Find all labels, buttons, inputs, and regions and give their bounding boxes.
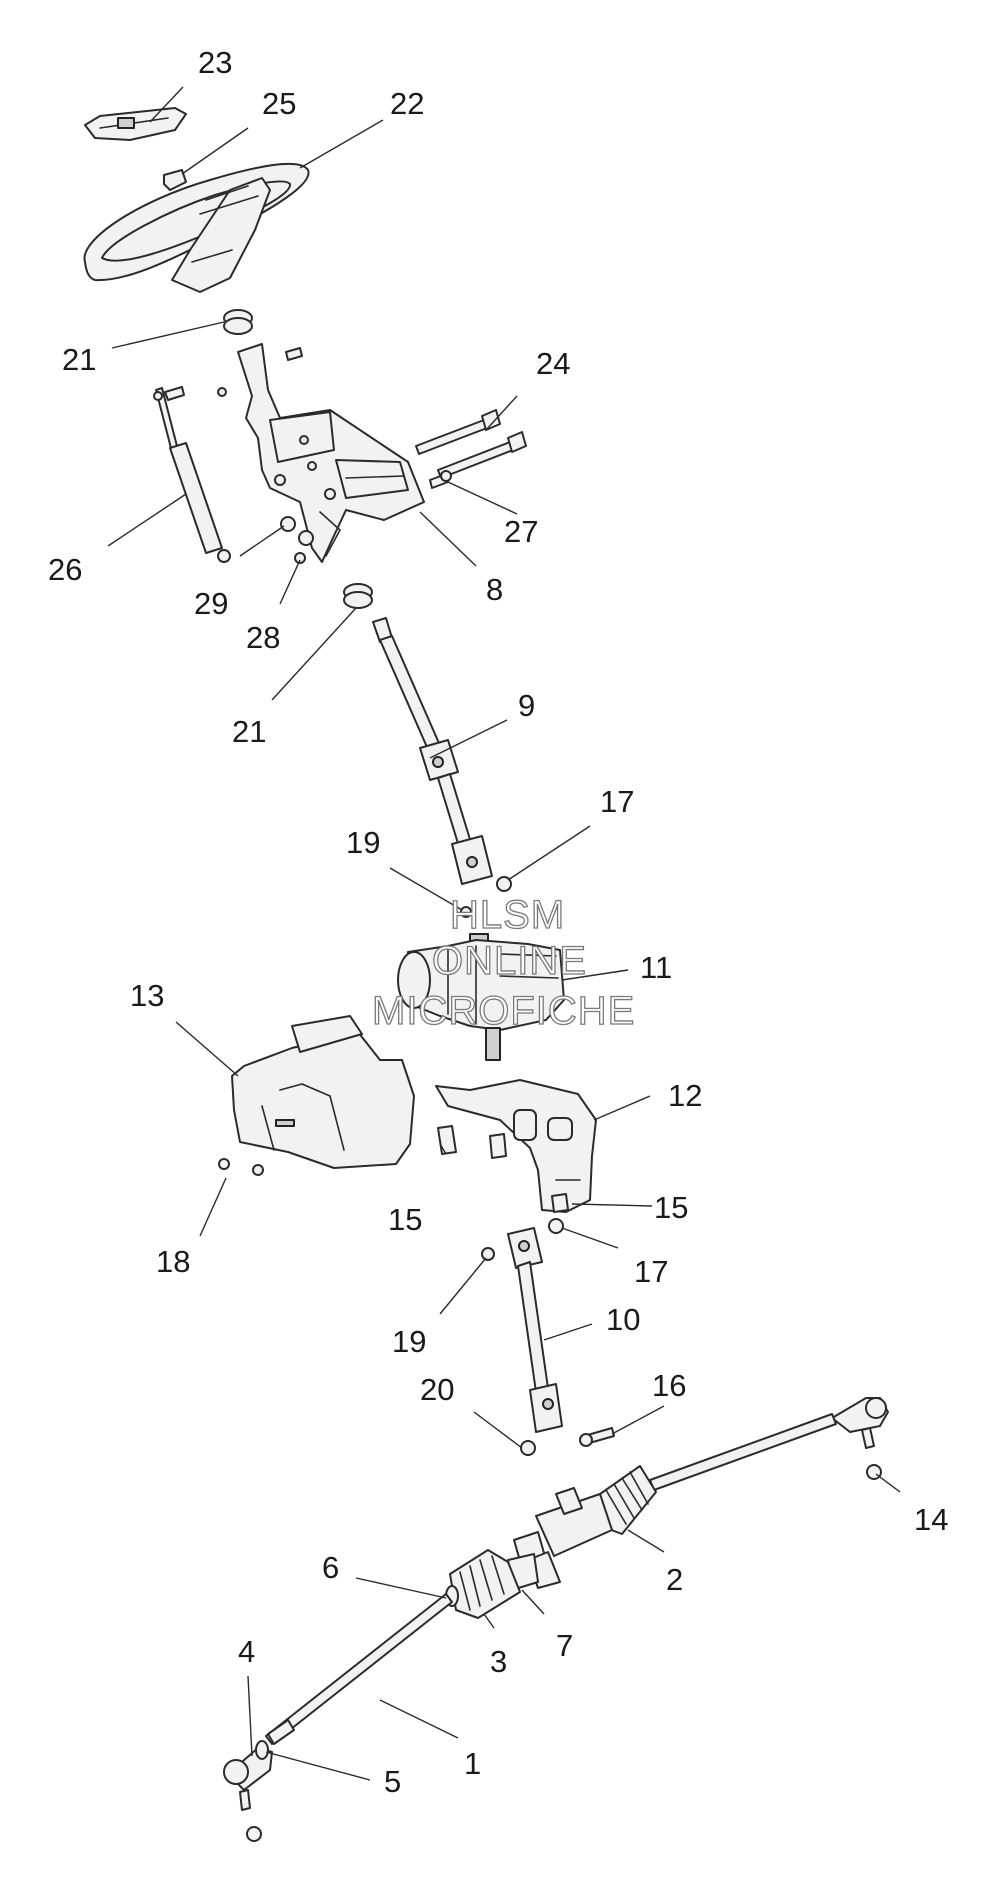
long-bolts-part	[415, 409, 527, 479]
callout-12: 12	[668, 1078, 702, 1113]
upper-steering-shaft-part	[372, 617, 493, 885]
lower-shaft-bolt-19-part	[481, 1247, 495, 1261]
tilt-bracket-part	[237, 343, 425, 563]
callout-20: 20	[420, 1372, 454, 1407]
callout-8: 8	[486, 572, 503, 607]
hlsm-watermark: HLSM ONLINE MICROFICHE	[371, 892, 635, 1033]
left-tie-rod-part	[265, 1593, 453, 1745]
watermark-line-2: ONLINE	[432, 939, 587, 983]
watermark-line-3: MICROFICHE	[372, 989, 635, 1033]
lower-nut-20-part	[520, 1440, 536, 1456]
steering-wheel-part	[83, 162, 310, 293]
callout-24: 24	[536, 346, 570, 381]
callout-27: 27	[504, 514, 538, 549]
callout-13: 13	[130, 978, 164, 1013]
shaft-nut-17-part	[496, 876, 512, 892]
callout-17-lower: 17	[634, 1254, 668, 1289]
right-tie-rod-part	[649, 1413, 837, 1491]
tie-rod-jam-nut-5-part	[255, 1740, 269, 1760]
rack-housing-part	[513, 1487, 613, 1589]
callout-1: 1	[464, 1746, 481, 1781]
bushing-lower-part	[343, 583, 373, 609]
callout-labels: 23 25 22 21 24 26 29 28 27 8 21 9 19 17 …	[48, 45, 948, 1799]
callout-21-lower: 21	[232, 714, 266, 749]
callout-15-left: 15	[388, 1202, 422, 1237]
callout-17-upper: 17	[600, 784, 634, 819]
callout-7: 7	[556, 1628, 573, 1663]
steering-wheel-cap-part	[84, 107, 187, 141]
power-steering-motor-part	[397, 933, 565, 1061]
bushing-upper-part	[223, 309, 253, 335]
callout-19-upper: 19	[346, 825, 380, 860]
gas-strut-part	[153, 386, 231, 563]
callout-19-lower: 19	[392, 1324, 426, 1359]
callout-9: 9	[518, 688, 535, 723]
callout-4: 4	[238, 1634, 255, 1669]
callout-6: 6	[322, 1550, 339, 1585]
motor-cover-part	[231, 1015, 415, 1169]
callout-2: 2	[666, 1562, 683, 1597]
callout-10: 10	[606, 1302, 640, 1337]
leader-lines	[107, 86, 901, 1781]
callout-3: 3	[490, 1644, 507, 1679]
callout-11: 11	[640, 950, 672, 985]
right-boot-part	[599, 1465, 657, 1535]
lower-steering-shaft-part	[507, 1227, 563, 1433]
callout-21-upper: 21	[62, 342, 96, 377]
callout-18: 18	[156, 1244, 190, 1279]
right-tie-rod-end-part	[831, 1397, 889, 1449]
callout-16: 16	[652, 1368, 686, 1403]
lower-bolt-16-part	[579, 1427, 615, 1447]
callout-22: 22	[390, 86, 424, 121]
callout-14: 14	[914, 1502, 948, 1537]
bracket-small-bolts	[217, 347, 303, 397]
mounting-bracket-part	[435, 1079, 597, 1213]
callout-28: 28	[246, 620, 280, 655]
cover-screws-18-part	[218, 1158, 264, 1176]
callout-15-right: 15	[654, 1190, 688, 1225]
callout-25: 25	[262, 86, 296, 121]
callout-29: 29	[194, 586, 228, 621]
nut-29-part	[280, 516, 314, 546]
tie-rod-nut-4-part	[246, 1826, 262, 1842]
steering-wheel-nut-part	[163, 169, 187, 191]
bracket-nut-17-part	[548, 1218, 564, 1234]
callout-5: 5	[384, 1764, 401, 1799]
callout-23: 23	[198, 45, 232, 80]
left-boot-part	[449, 1549, 521, 1619]
callout-26: 26	[48, 552, 82, 587]
shaft-bolt-19-part	[460, 906, 472, 918]
nut-28-part	[294, 552, 306, 564]
watermark-line-1: HLSM	[450, 893, 565, 937]
